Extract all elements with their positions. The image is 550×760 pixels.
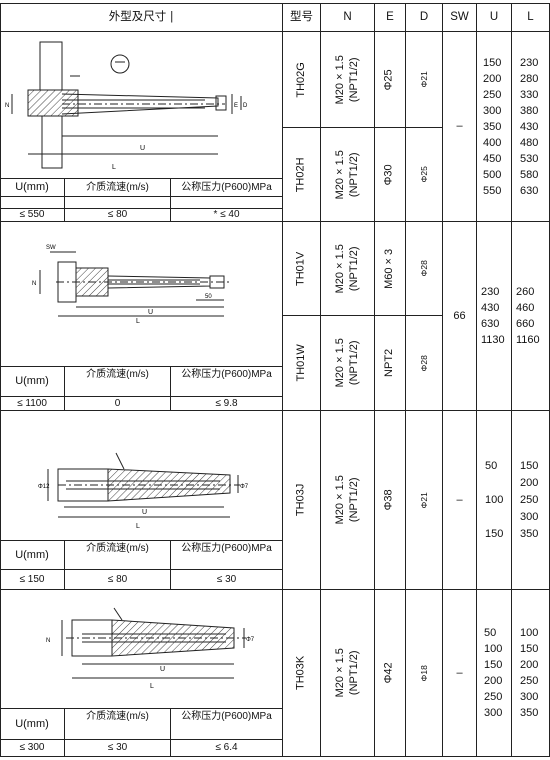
s2-velocity-limit: 0 [114, 397, 121, 409]
s2-u-label: U(mm) [15, 375, 49, 388]
dim-u2-label: U [148, 309, 153, 316]
dim-phi12-label: Φ12 [38, 484, 50, 490]
s1-velocity-label: 介质流速(m/s) [86, 181, 149, 193]
s3-e-0: Φ38 [383, 489, 396, 511]
s3-u-label: U(mm) [15, 548, 49, 561]
s4-u-limit: ≤ 300 [19, 742, 45, 754]
dim-u4-label: U [160, 666, 165, 673]
s3-model-0: TH03J [294, 483, 307, 517]
s3-pressure-limit: ≤ 30 [216, 573, 237, 585]
header-u: U [489, 10, 499, 23]
s2-sw: 66 [453, 309, 466, 322]
s3-d-0: Φ21 [418, 491, 429, 509]
s2-velocity-label: 介质流速(m/s) [86, 368, 149, 380]
s4-e-0: Φ42 [383, 662, 396, 684]
s1-u-label: U(mm) [15, 181, 49, 194]
dim-50-label: 50 [205, 294, 212, 300]
s1-e-0: Φ25 [383, 68, 396, 91]
dim-phi7b-label: Φ7 [246, 637, 255, 643]
drawing-th01: SW U L 50 N [32, 245, 232, 325]
s4-sw: – [456, 666, 463, 679]
s4-u-label: U(mm) [15, 717, 49, 730]
header-d: D [419, 10, 429, 23]
s4-d-0: Φ18 [418, 664, 429, 682]
s1-n-1: M20 × 1.5(NPT1/2) [333, 149, 360, 200]
s3-u-values: 50 100 150 [485, 459, 504, 540]
s2-n-0: M20 × 1.5(NPT1/2) [333, 243, 360, 294]
dim-d-label: D [243, 103, 248, 109]
s2-pressure-label: 公称压力(P600)MPa [181, 368, 272, 380]
dim-l4-label: L [150, 683, 154, 690]
s1-n-0: M20 × 1.5(NPT1/2) [333, 54, 360, 105]
dim-phi7-label: Φ7 [240, 484, 249, 490]
s3-velocity-limit: ≤ 80 [107, 573, 128, 585]
drawing-th02: U L N E D [5, 41, 248, 171]
s1-velocity-limit: ≤ 80 [107, 209, 128, 221]
header-shape-label: 外型及尺寸 [108, 10, 167, 23]
s2-u-limit: ≤ 1100 [17, 397, 47, 409]
s4-pressure-label: 公称压力(P600)MPa [181, 710, 272, 722]
s4-n-0: M20 × 1.5(NPT1/2) [333, 648, 360, 698]
dim-n2-label: N [32, 281, 36, 287]
header-l: L [527, 10, 534, 23]
s3-velocity-label: 介质流速(m/s) [86, 542, 149, 554]
header-model: 型号 [290, 10, 313, 23]
s2-model-1: TH01W [294, 344, 307, 382]
s2-d-1: Φ28 [418, 354, 429, 372]
dim-u3-label: U [142, 509, 147, 516]
s1-pressure-limit: * ≤ 40 [213, 209, 240, 221]
s1-d-0: Φ21 [418, 71, 429, 88]
s2-model-0: TH01V [294, 251, 307, 286]
drawing-th03k: N Φ7 U L [46, 607, 255, 690]
s2-d-0: Φ28 [418, 260, 429, 277]
s3-sw: – [456, 493, 463, 506]
dim-n4-label: N [46, 638, 50, 644]
s2-e-0: M60 × 3 [383, 248, 396, 289]
s1-e-1: Φ30 [383, 163, 396, 186]
s4-velocity-limit: ≤ 30 [107, 742, 128, 754]
s4-velocity-label: 介质流速(m/s) [86, 710, 149, 722]
header-sw: SW [450, 10, 469, 23]
dim-u-label: U [140, 145, 145, 152]
s2-e-1: NPT2 [383, 348, 396, 378]
dim-e-label: E [234, 103, 238, 109]
dim-n-label: N [5, 103, 9, 109]
s1-d-1: Φ25 [418, 166, 429, 183]
dim-l3-label: L [136, 523, 140, 530]
dim-l-label: L [112, 164, 116, 171]
dim-l2-label: L [136, 318, 140, 325]
header-n: N [343, 10, 352, 23]
s3-pressure-label: 公称压力(P600)MPa [181, 542, 272, 554]
dim-sw-label: SW [46, 245, 56, 251]
s1-model-0: TH02G [294, 61, 307, 98]
s1-model-1: TH02H [294, 157, 307, 192]
s3-n-0: M20 × 1.5(NPT1/2) [333, 475, 360, 525]
s3-u-limit: ≤ 150 [19, 573, 45, 585]
s2-n-1: M20 × 1.5(NPT1/2) [333, 338, 360, 388]
header-e: E [386, 10, 394, 23]
drawing-th03j: Φ12 Φ7 U L [38, 452, 249, 530]
s4-model-0: TH03K [294, 655, 307, 691]
header-shape: 外型及尺寸| [108, 10, 174, 23]
s2-pressure-limit: ≤ 9.8 [215, 397, 238, 409]
s4-pressure-limit: ≤ 6.4 [215, 742, 238, 754]
s1-sw: – [456, 120, 463, 133]
s1-pressure-label: 公称压力(P600)MPa [181, 181, 272, 193]
s1-u-limit: ≤ 550 [19, 209, 45, 221]
